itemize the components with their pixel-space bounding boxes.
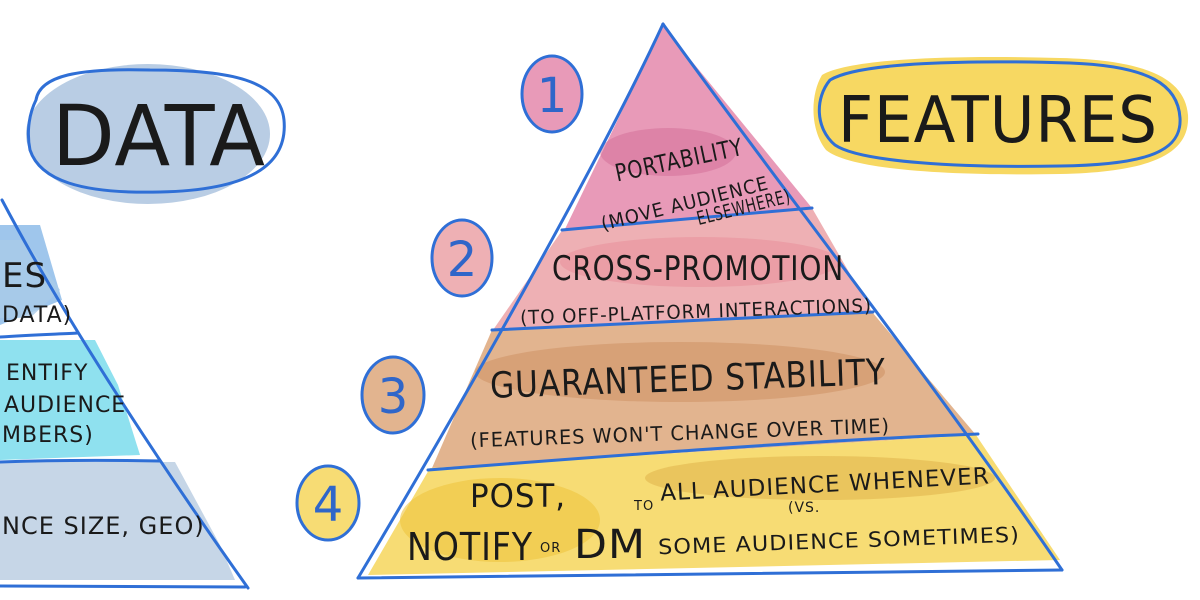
tier3-title-highlight: [475, 342, 885, 402]
tier4-right-highlight: [645, 456, 995, 500]
tier4-or: OR: [540, 541, 561, 556]
features-title-wash: [813, 56, 1189, 175]
tier4-vs: (VS.: [788, 500, 820, 516]
number-3: 3: [378, 369, 409, 425]
tier4-post: POST,: [470, 477, 566, 515]
number-1-bubble: [520, 54, 584, 134]
tier-divider-2: [490, 310, 875, 332]
data-tier2-line3: MBERS): [2, 423, 94, 448]
number-1: 1: [537, 68, 568, 124]
data-tier2-line2: AUDIENCE: [4, 393, 126, 418]
pyramid-right-edge: [661, 22, 1064, 572]
data-title-outline: [26, 68, 286, 194]
data-tier1-sub: DATA): [2, 303, 72, 328]
tier4-dm: DM: [574, 522, 646, 568]
tier1-title-highlight: [600, 128, 736, 176]
features-title-outline: [817, 60, 1182, 168]
tier-divider-3: [426, 432, 980, 472]
data-title-wash: [26, 64, 270, 204]
data-pyramid-base: [0, 584, 247, 589]
data-divider-1: [0, 331, 80, 339]
number-3-bubble: [360, 355, 426, 435]
tier1-fill: [565, 26, 812, 229]
number-2: 2: [447, 232, 478, 288]
pyramid-base: [356, 568, 1064, 580]
tier-divider-1: [560, 206, 814, 232]
number-2-bubble: [430, 218, 494, 298]
features-title-group: FEATURES: [813, 56, 1189, 175]
data-tier2-wash: [0, 340, 140, 460]
data-tier3-wash: [0, 462, 235, 580]
tier2-title: CROSS-PROMOTION: [552, 249, 844, 289]
number-4: 4: [313, 477, 344, 533]
tier2-fill: [493, 208, 872, 330]
data-tier3-label: NCE SIZE, GEO): [2, 512, 205, 540]
tier3-fill: [432, 312, 976, 468]
number-4-bubble: [295, 464, 361, 542]
features-title: FEATURES: [838, 84, 1158, 158]
features-pyramid: 1 2 3 4 PORTABILITY (MOVE AUDIENCE ELSEW…: [295, 22, 1064, 580]
tier4-to: TO: [633, 499, 654, 514]
data-tier1-label: ES: [2, 256, 47, 296]
tier4-left-highlight: [400, 478, 600, 562]
data-pyramid: DATA ES DATA) ENTIFY AUDIENCE MBERS) NCE…: [0, 64, 286, 590]
data-tier1-wash-light: [0, 240, 60, 318]
pyramid-left-edge: [356, 22, 665, 580]
data-divider-2: [0, 458, 162, 464]
data-tier2-line1: ENTIFY: [6, 361, 88, 386]
tier2-title-highlight: [560, 237, 840, 287]
data-pyramid-edge: [0, 198, 250, 590]
data-title: DATA: [52, 87, 266, 185]
tier4-notify: NOTIFY: [407, 525, 533, 569]
